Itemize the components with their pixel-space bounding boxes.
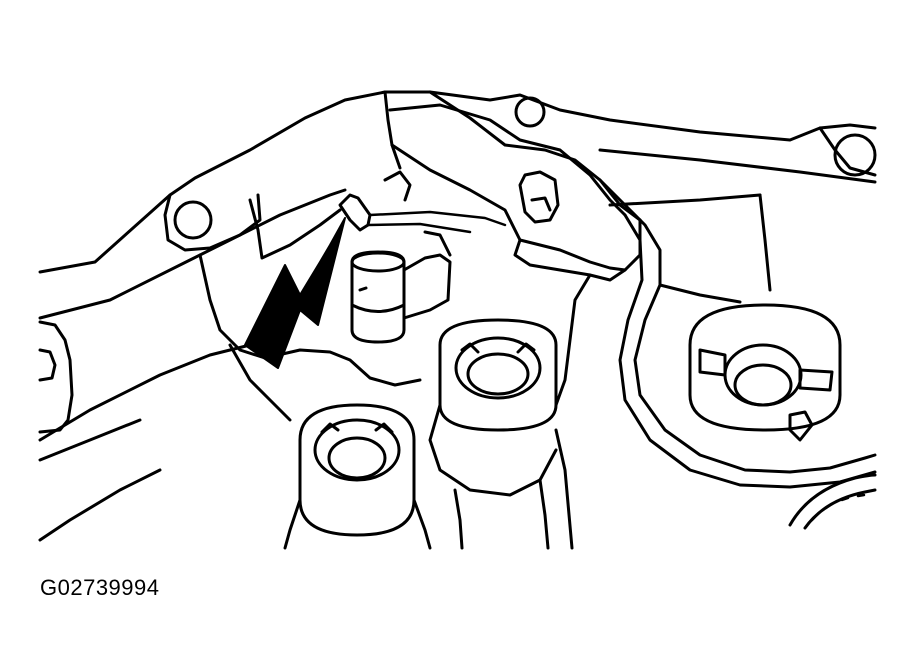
top-right-bolt-hole	[818, 126, 877, 177]
top-bolt-hole	[514, 96, 546, 128]
lower-bolt-hole	[283, 403, 574, 550]
housing-outline	[38, 90, 877, 320]
locating-pin	[338, 170, 507, 234]
right-bolt-hole	[688, 303, 842, 442]
right-tube	[598, 178, 877, 489]
lower-right-pulley	[788, 473, 877, 530]
figure-id-label: G02739994	[40, 575, 160, 600]
plunger-cylinder	[350, 230, 452, 344]
pointer-arrow	[244, 217, 346, 369]
left-edge-boss	[38, 320, 252, 542]
center-bracket	[390, 143, 642, 282]
center-bolt-hole	[428, 273, 592, 497]
left-inner-contour	[198, 198, 422, 422]
engine-component-line-drawing	[38, 90, 877, 550]
left-bolt-hole	[163, 193, 262, 252]
